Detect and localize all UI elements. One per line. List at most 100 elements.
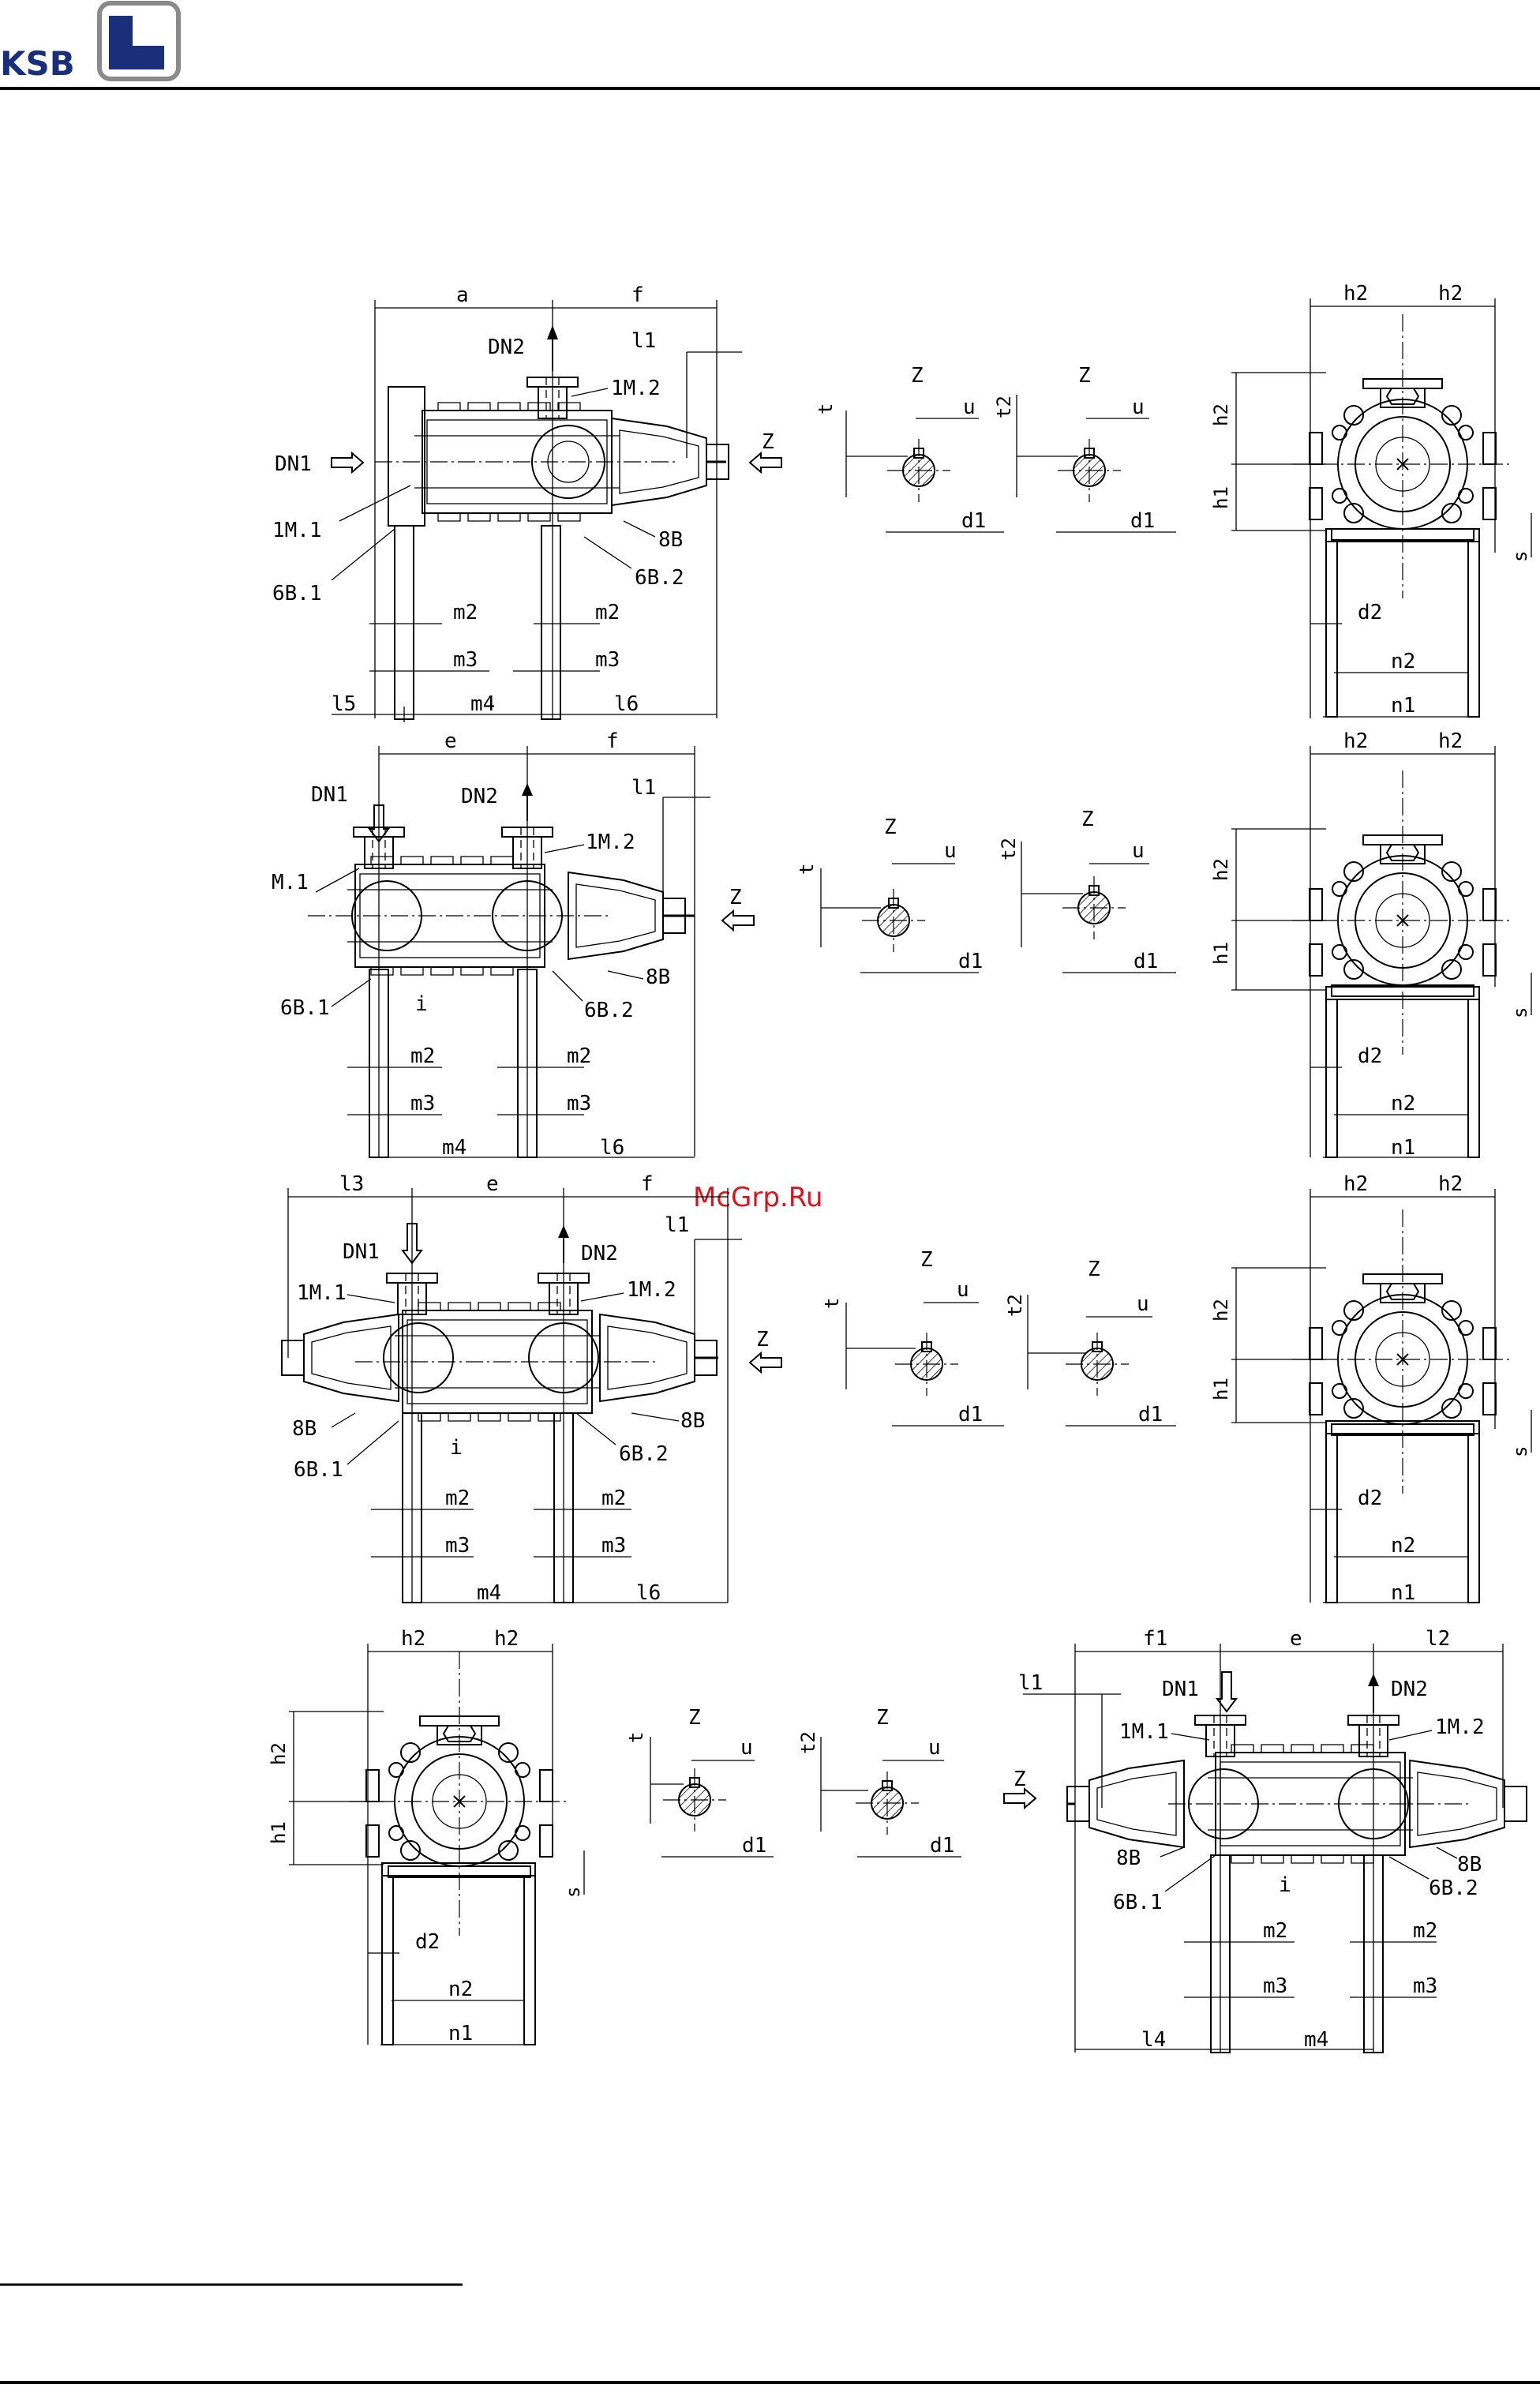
dim-label: m2 (595, 601, 620, 624)
dim-label: h2 (1343, 729, 1368, 753)
callout-label: 6B.2 (619, 1442, 669, 1466)
dim-label: t (796, 864, 818, 875)
dim-label: m2 (445, 1487, 470, 1510)
dim-label: t (815, 403, 837, 414)
dim-label: d1 (958, 950, 983, 973)
dim-label: m4 (470, 692, 495, 716)
dim-label: d1 (961, 509, 986, 533)
dim-label: n2 (1391, 1092, 1415, 1115)
dim-label: s (1509, 551, 1531, 562)
dim-label: e (1290, 1627, 1302, 1651)
dim-label: u (944, 839, 957, 863)
dim-label: l4 (1141, 2028, 1166, 2052)
dim-label: m3 (1413, 1974, 1437, 1998)
dim-label: s (1509, 1446, 1531, 1457)
dim-label: l2 (1426, 1627, 1450, 1651)
dim-label: t (821, 1298, 843, 1309)
dim-label: u (957, 1278, 969, 1302)
dim-label: s (562, 1887, 584, 1898)
dim-label: h2 (1343, 282, 1368, 306)
dim-label: l6 (636, 1581, 661, 1605)
dim-label: f (606, 729, 619, 753)
dim-label: t2 (998, 838, 1020, 860)
nozzle-label: Z (729, 886, 742, 909)
dim-label: h2 (1210, 403, 1232, 426)
callout-label: 8B (1116, 1846, 1141, 1870)
dim-label: u (963, 396, 976, 419)
dim-label: e (444, 729, 457, 753)
nozzle-label: DN2 (461, 785, 498, 808)
nozzle-label: Z (762, 430, 774, 454)
dim-label: d1 (1138, 1403, 1163, 1427)
dim-label: h2 (1438, 1172, 1463, 1196)
dim-label: s (1509, 1007, 1531, 1018)
shaft-key-detail-t-row1: Z u t d1 (815, 364, 1004, 533)
dim-label: m2 (453, 601, 478, 624)
dim-label: u (1132, 839, 1145, 863)
dim-label: Z (1078, 364, 1091, 388)
callout-label: 8B (658, 528, 683, 552)
dim-label: d2 (1358, 1044, 1382, 1068)
dim-label: l1 (1018, 1671, 1043, 1695)
dim-label: d2 (415, 1930, 440, 1954)
dim-label: Z (1088, 1258, 1100, 1281)
shaft-key-detail-t-row2: Z u t d1 (796, 815, 983, 973)
dim-label: h2 (1210, 858, 1232, 881)
callout-label: 6B.1 (294, 1458, 343, 1482)
dim-label: m4 (442, 1136, 466, 1160)
callout-label: 1M.1 (1119, 1720, 1169, 1744)
end-view-3: h2 h2 h2 h1 s d2 n2 n1 (1210, 1172, 1532, 1605)
dim-label: d1 (958, 1403, 983, 1427)
dim-label: t2 (1004, 1294, 1026, 1317)
callout-label: 1M.2 (586, 830, 635, 854)
side-view-1: a f DN2 l1 DN1 Z 1M.2 1M.1 6B.1 8B 6 (272, 283, 782, 722)
dim-label: m3 (567, 1092, 591, 1115)
dim-label: l1 (631, 329, 656, 353)
dim-label: l1 (665, 1213, 689, 1237)
dim-label: h2 (268, 1742, 290, 1765)
dim-label: l6 (600, 1136, 624, 1160)
dim-label: d1 (742, 1834, 766, 1858)
shaft-key-detail-t2-row2: Z u t2 d1 (998, 808, 1176, 973)
callout-label: 1M.2 (627, 1278, 676, 1302)
side-view-4: f1 e l2 l1 DN1 DN2 Z 1M.1 1M.2 8B 8B 6B.… (1003, 1627, 1527, 2053)
dim-label: d2 (1358, 601, 1382, 624)
callout-label: 6B.2 (1429, 1876, 1478, 1900)
dim-label: d1 (930, 1834, 954, 1858)
dim-label: Z (911, 364, 924, 388)
dim-label: n2 (1391, 1534, 1415, 1558)
callout-label: 6B.2 (635, 566, 684, 590)
dim-label: t (625, 1732, 647, 1743)
dim-label: i (450, 1436, 463, 1460)
dim-label: e (486, 1172, 499, 1196)
nozzle-label: DN2 (488, 336, 525, 359)
ksb-logo-text: KSB (0, 44, 75, 83)
callout-label: 6B.2 (584, 999, 634, 1022)
side-view-3: l3 e f DN1 DN2 l1 Z 1M.1 1M.2 8B 8B 6B.1 (281, 1172, 782, 1605)
dim-label: m2 (1413, 1919, 1437, 1943)
dim-label: m3 (601, 1534, 626, 1558)
dim-label: l6 (614, 692, 639, 716)
dim-label: n2 (448, 1978, 473, 2001)
dim-label: m3 (445, 1534, 470, 1558)
dim-label: Z (688, 1706, 701, 1730)
dim-label: h2 (1210, 1299, 1232, 1322)
dim-label: i (1279, 1873, 1291, 1897)
dim-label: h2 (1438, 282, 1463, 306)
watermark: McGrp.Ru (693, 1182, 822, 1213)
ksb-logo-mark (97, 1, 181, 81)
callout-label: 8B (292, 1417, 317, 1441)
dim-label: u (1137, 1292, 1149, 1316)
callout-label: 1M.1 (272, 519, 322, 542)
callout-label: 1M.1 (297, 1281, 347, 1305)
end-view-1: h2 h2 h2 h1 s d2 n2 n1 (1210, 282, 1532, 718)
dim-label: a (456, 283, 469, 307)
dim-label: m3 (410, 1092, 435, 1115)
callout-label: 1M.2 (1435, 1715, 1485, 1739)
dim-label: m3 (1263, 1974, 1287, 1998)
side-view-2: e f DN1 DN2 l1 Z 1M.2 M.1 8B 6B.1 6B.2 i (272, 729, 755, 1160)
nozzle-label: DN2 (581, 1242, 618, 1265)
dim-label: l1 (631, 776, 656, 800)
dim-label: h2 (494, 1627, 519, 1651)
